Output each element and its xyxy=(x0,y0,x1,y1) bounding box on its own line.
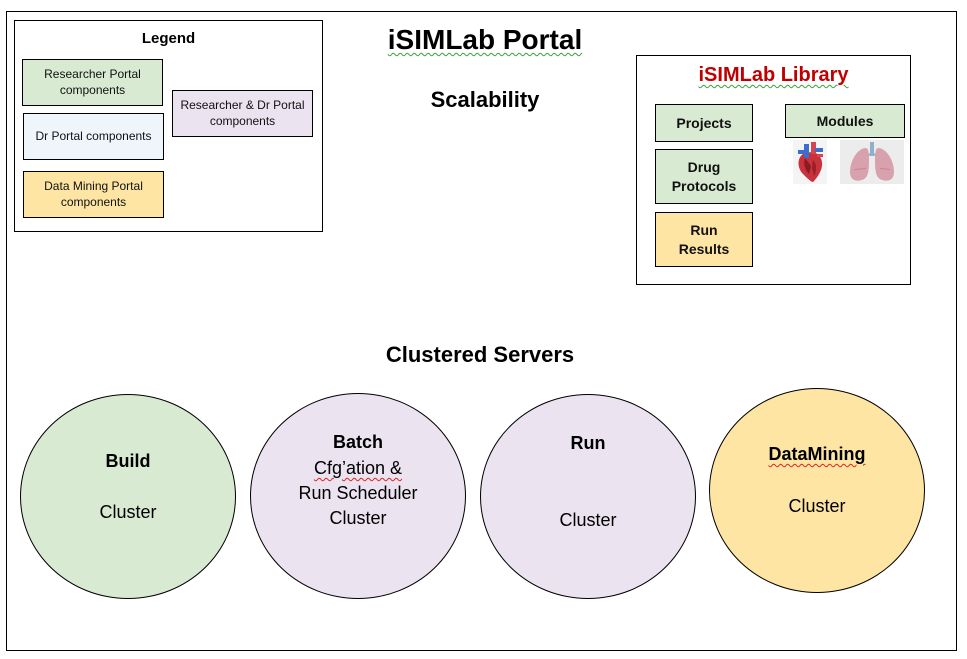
cluster-run: Run Cluster xyxy=(480,394,696,599)
page-subtitle: Scalability xyxy=(430,87,540,112)
cluster-batch-line-1: Cfg’ation & xyxy=(313,458,403,478)
cluster-batch-head: Batch xyxy=(332,432,383,452)
cluster-build: Build Cluster xyxy=(20,394,236,599)
library-title-text: iSIMLab Library xyxy=(698,64,849,86)
page-title-text: iSIMLab Portal xyxy=(387,24,583,55)
cluster-build-head: Build xyxy=(105,451,151,471)
cluster-run-head: Run xyxy=(570,433,606,453)
cluster-run-body: Cluster xyxy=(559,510,617,530)
section-title-clustered-servers: Clustered Servers xyxy=(385,342,575,367)
legend-title: Legend xyxy=(141,30,196,47)
library-item-drug-protocols: Drug Protocols xyxy=(655,149,753,204)
cluster-datamining-head: DataMining xyxy=(710,444,924,465)
cluster-datamining: DataMining Cluster xyxy=(709,388,925,593)
cluster-datamining-head-text: DataMining xyxy=(768,444,866,464)
cluster-datamining-body: Cluster xyxy=(788,496,846,516)
cluster-batch: Batch Cfg’ation & Run Scheduler Cluster xyxy=(250,393,466,599)
cluster-build-body: Cluster xyxy=(99,502,157,522)
library-item-run-results: Run Results xyxy=(655,212,753,267)
legend-item-data-mining: Data Mining Portal components xyxy=(23,171,164,218)
page-title: iSIMLab Portal xyxy=(360,24,610,56)
cluster-batch-body: Cfg’ation & Run Scheduler Cluster xyxy=(251,456,465,532)
cluster-batch-line-3: Cluster xyxy=(329,508,387,529)
legend-item-researcher-dr: Researcher & Dr Portal components xyxy=(172,90,313,137)
library-item-modules: Modules xyxy=(785,104,905,138)
heart-icon xyxy=(793,140,827,184)
legend-item-researcher: Researcher Portal components xyxy=(22,59,163,106)
legend-item-dr: Dr Portal components xyxy=(23,113,164,160)
cluster-batch-line-2: Run Scheduler xyxy=(298,483,418,504)
lungs-icon xyxy=(840,140,904,184)
library-title: iSIMLab Library xyxy=(636,64,911,87)
library-item-projects: Projects xyxy=(655,104,753,142)
